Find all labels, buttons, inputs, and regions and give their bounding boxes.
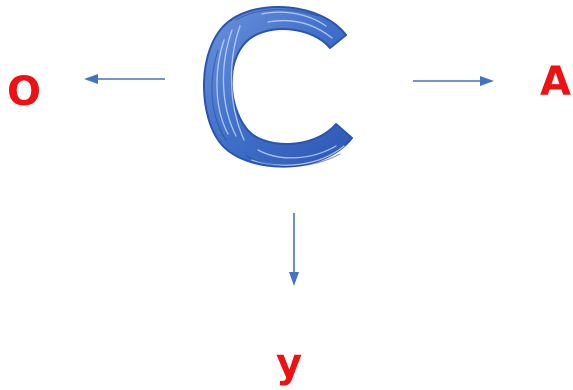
output-label-left: O — [7, 72, 41, 112]
arrow-right-icon — [413, 76, 494, 86]
output-label-right: A — [540, 62, 571, 102]
arrow-left-icon — [84, 74, 165, 84]
letter-c-icon — [204, 7, 352, 167]
arrow-down-icon — [289, 213, 299, 286]
output-label-down: y — [276, 344, 302, 384]
